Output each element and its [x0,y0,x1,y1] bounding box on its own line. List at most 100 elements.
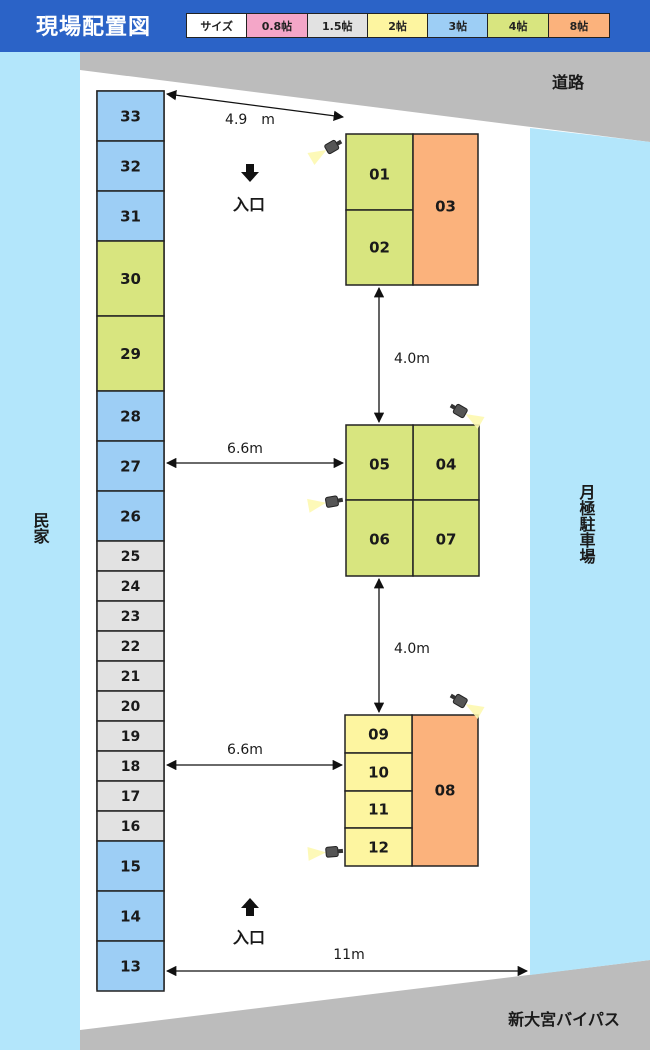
unit-label: 07 [436,531,457,549]
light-icon [307,495,344,513]
measure-block1-block2-label: 4.0m [394,351,430,367]
unit-label: 06 [369,531,390,549]
unit-29[interactable]: 29 [96,315,165,392]
unit-label: 19 [121,729,140,745]
road-top-label: 道路 [552,73,585,92]
unit-label: 30 [120,270,141,288]
page-title: 現場配置図 [36,15,152,40]
unit-label: 24 [121,579,141,595]
unit-label: 05 [369,456,390,474]
unit-23[interactable]: 23 [96,600,165,632]
light-icon [307,845,344,861]
unit-32[interactable]: 32 [96,140,165,192]
unit-label: 17 [121,789,140,805]
unit-20[interactable]: 20 [96,690,165,722]
entrance-bottom: 入口 [233,898,265,947]
unit-label: 13 [120,958,141,976]
road-top [80,52,650,142]
unit-09[interactable]: 09 [344,714,413,754]
unit-22[interactable]: 22 [96,630,165,662]
measure-left-block3-label: 6.6m [227,742,263,758]
measure-lot-width: 11m [165,947,529,977]
measure-left-block3: 6.6m [165,742,344,771]
unit-label: 31 [120,208,141,226]
unit-18[interactable]: 18 [96,750,165,782]
unit-label: 29 [120,345,141,363]
unit-label: 32 [120,158,141,176]
unit-31[interactable]: 31 [96,190,165,242]
arrow-down-icon [241,164,259,182]
entrance-bottom-label: 入口 [233,928,265,947]
measure-top-gap-label: 4.9 m [225,112,275,128]
unit-07[interactable]: 07 [412,499,480,577]
unit-label: 12 [368,839,389,857]
legend-item: 2帖 [367,14,429,37]
unit-06[interactable]: 06 [345,499,414,577]
legend-item: サイズ [187,14,248,37]
arrow-up-icon [241,898,259,916]
unit-30[interactable]: 30 [96,240,165,317]
measure-left-block2-label: 6.6m [227,441,263,457]
unit-label: 33 [120,108,141,126]
unit-33[interactable]: 33 [96,90,165,142]
unit-24[interactable]: 24 [96,570,165,602]
legend-item: 3帖 [428,14,489,37]
unit-08[interactable]: 08 [411,714,479,867]
light-icon [307,139,343,166]
unit-label: 18 [121,759,140,775]
unit-label: 27 [120,458,141,476]
measure-top-gap: 4.9 m [165,90,345,128]
unit-15[interactable]: 15 [96,840,165,892]
left-area-label: 民家 [31,512,50,545]
unit-02[interactable]: 02 [345,209,414,286]
unit-label: 20 [121,699,141,715]
unit-label: 25 [121,549,140,565]
unit-21[interactable]: 21 [96,660,165,692]
right-parking-area [530,128,650,975]
unit-label: 15 [120,858,141,876]
unit-label: 21 [121,669,140,685]
unit-03[interactable]: 03 [412,133,479,286]
site-map: 道路 新大宮バイパス 民家 月極駐車場 33 32 31 30 29 28 27 26 25 24… [0,52,650,1050]
unit-label: 23 [121,609,140,625]
unit-10[interactable]: 10 [344,752,413,792]
right-area-label: 月極駐車場 [577,484,597,565]
road-bottom-label: 新大宮バイパス [508,1010,620,1029]
unit-19[interactable]: 19 [96,720,165,752]
unit-11[interactable]: 11 [344,790,413,829]
left-neighbor-area [0,52,80,1050]
entrance-top: 入口 [233,164,265,214]
unit-04[interactable]: 04 [412,424,480,501]
measure-block1-block2: 4.0m [373,286,430,424]
unit-27[interactable]: 27 [96,440,165,492]
unit-25[interactable]: 25 [96,540,165,572]
legend-item: 1.5帖 [307,14,368,37]
light-icon [449,403,485,430]
entrance-top-label: 入口 [233,195,265,214]
unit-28[interactable]: 28 [96,390,165,442]
left-unit-row: 33 32 31 30 29 28 27 26 25 24 23 22 21 20 19 18 17 16 15 14… [96,90,165,992]
unit-17[interactable]: 17 [96,780,165,812]
unit-12[interactable]: 12 [344,827,413,867]
unit-label: 04 [436,456,457,474]
measure-lot-width-label: 11m [333,947,364,963]
unit-26[interactable]: 26 [96,490,165,542]
unit-label: 08 [435,782,456,800]
unit-05[interactable]: 05 [345,424,414,501]
unit-label: 01 [369,166,390,184]
road-bottom [80,960,650,1050]
unit-label: 28 [120,408,141,426]
unit-16[interactable]: 16 [96,810,165,842]
unit-13[interactable]: 13 [96,940,165,992]
unit-label: 14 [120,908,141,926]
measure-block2-block3-label: 4.0m [394,641,430,657]
measure-left-block2: 6.6m [165,441,345,469]
unit-01[interactable]: 01 [345,133,414,211]
unit-14[interactable]: 14 [96,890,165,942]
legend-item: 0.8帖 [247,14,308,37]
unit-label: 02 [369,239,390,257]
measure-block2-block3: 4.0m [373,577,430,714]
unit-label: 26 [120,508,141,526]
